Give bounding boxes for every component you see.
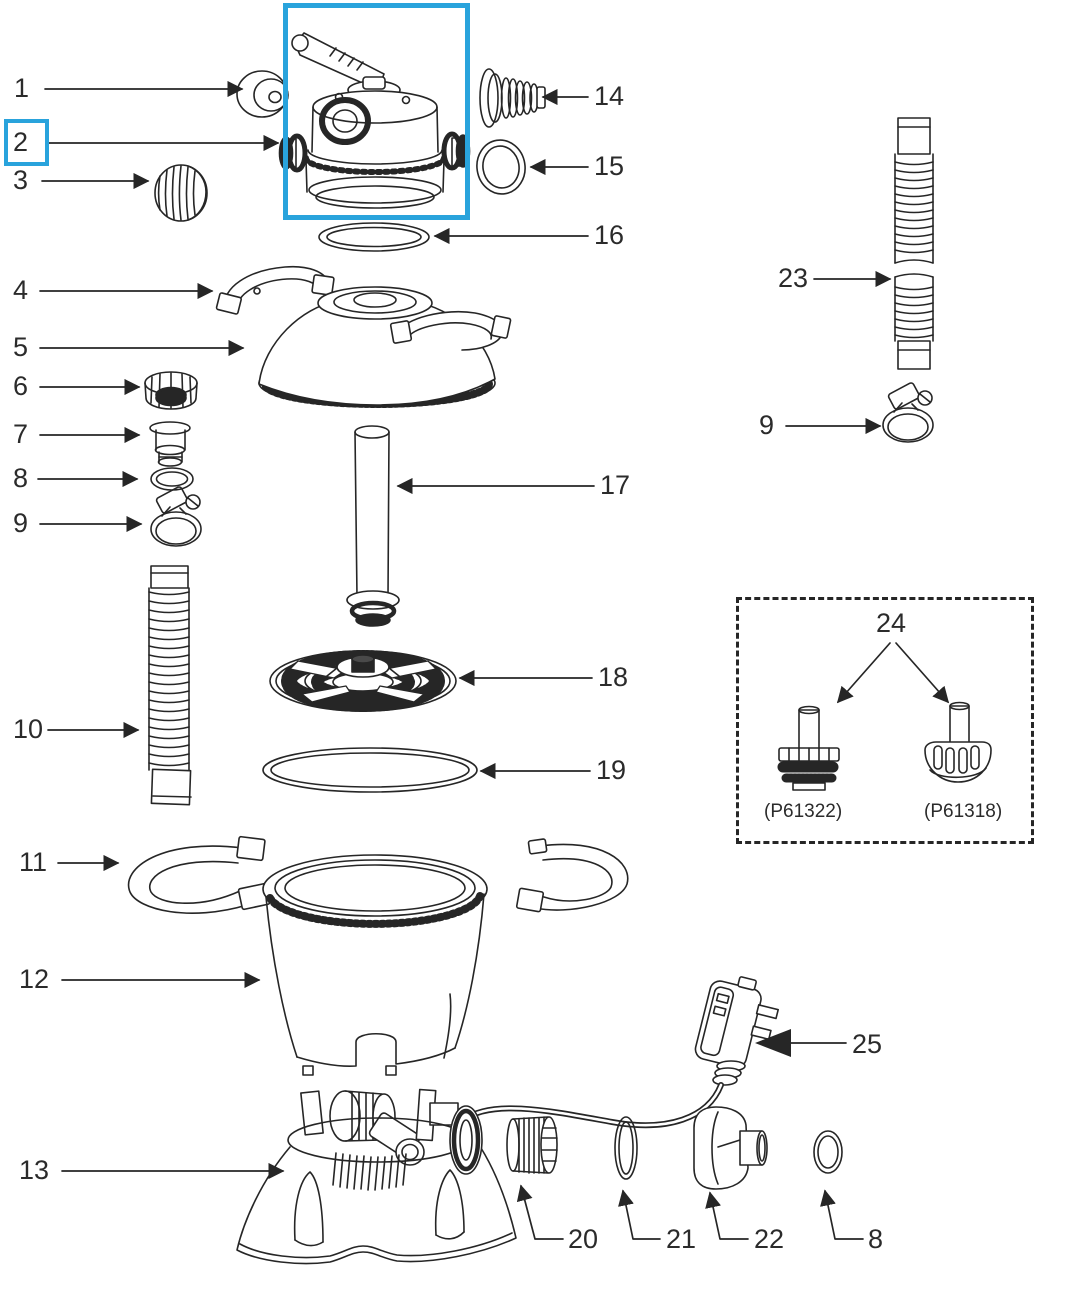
callout-22: 22 bbox=[754, 1224, 785, 1254]
part-21-oring-drawing bbox=[614, 1116, 638, 1180]
callout-7: 7 bbox=[13, 419, 29, 449]
part-23-hose-drawing bbox=[894, 117, 934, 370]
part-2-valve-drawing bbox=[278, 32, 471, 209]
callout-17: 17 bbox=[600, 470, 631, 500]
part2-label-highlight-box bbox=[4, 119, 49, 166]
part-8-oring-drawing bbox=[150, 467, 194, 491]
part24-variants-box bbox=[736, 597, 1034, 844]
callout-19: 19 bbox=[596, 755, 627, 785]
part-11-ring-left-drawing bbox=[127, 835, 271, 914]
callout-1: 1 bbox=[14, 73, 30, 103]
part-10-hose-drawing bbox=[148, 565, 192, 806]
variant-code-left: (P61322) bbox=[764, 801, 843, 822]
part-24-variant-left-drawing bbox=[777, 705, 841, 791]
callout-9-right: 9 bbox=[759, 410, 775, 440]
part-22-knob-drawing bbox=[693, 1106, 768, 1190]
part-11-ring-right-drawing bbox=[515, 838, 629, 913]
callout-15: 15 bbox=[594, 151, 625, 181]
part-16-oring-drawing bbox=[318, 222, 430, 252]
callout-3: 3 bbox=[13, 165, 29, 195]
callout-8: 8 bbox=[13, 463, 29, 493]
leader-lines bbox=[37, 80, 950, 1240]
callout-21: 21 bbox=[666, 1224, 697, 1254]
part-24-variant-right-drawing bbox=[924, 701, 992, 783]
callout-6: 6 bbox=[13, 371, 29, 401]
part-7-fitting-drawing bbox=[149, 421, 191, 467]
variant-code-right: (P61318) bbox=[924, 801, 1003, 822]
part-6-nut-drawing bbox=[144, 371, 198, 410]
callout-20: 20 bbox=[568, 1224, 599, 1254]
callout-25: 25 bbox=[852, 1029, 883, 1059]
part-14-adapter-drawing bbox=[479, 68, 546, 128]
callout-24: 24 bbox=[876, 608, 907, 638]
callout-4: 4 bbox=[13, 275, 29, 305]
part-18-disc-drawing bbox=[269, 650, 457, 712]
part-4-clamp-drawing bbox=[215, 265, 335, 315]
callout-13: 13 bbox=[19, 1155, 50, 1185]
callout-11: 11 bbox=[19, 847, 48, 877]
callout-16: 16 bbox=[594, 220, 625, 250]
part-9-right-clamp-drawing bbox=[882, 381, 934, 443]
part-5-dome-drawing bbox=[258, 286, 512, 408]
part-17-pipe-drawing bbox=[346, 425, 400, 627]
part-13-pump-drawing bbox=[236, 1088, 517, 1265]
part-8-bottom-oring-drawing bbox=[813, 1130, 843, 1174]
part-3-cap-drawing bbox=[154, 164, 208, 222]
callout-12: 12 bbox=[19, 964, 50, 994]
callout-9: 9 bbox=[13, 508, 29, 538]
part-19-oring-drawing bbox=[262, 747, 478, 793]
part-12-tank-drawing bbox=[262, 854, 488, 1076]
callout-2: 2 bbox=[13, 127, 29, 157]
part-20-strainer-drawing bbox=[506, 1116, 558, 1174]
callout-5: 5 bbox=[13, 332, 29, 362]
callout-23: 23 bbox=[778, 263, 809, 293]
part2-valve-highlight-box bbox=[283, 3, 470, 220]
callout-10: 10 bbox=[13, 714, 44, 744]
part-15-oring-drawing bbox=[476, 139, 526, 195]
callout-8-bottom: 8 bbox=[868, 1224, 884, 1254]
part-9-clamp-drawing bbox=[150, 485, 202, 547]
part-1-cap-drawing bbox=[236, 70, 289, 118]
callout-18: 18 bbox=[598, 662, 629, 692]
callout-14: 14 bbox=[594, 81, 625, 111]
